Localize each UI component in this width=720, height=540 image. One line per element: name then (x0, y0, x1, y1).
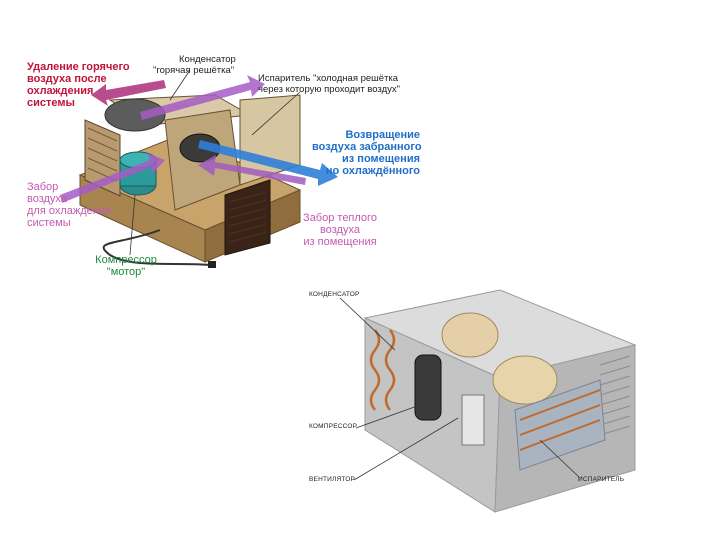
label-fan-bottom: ВЕНТИЛЯТОР (309, 476, 356, 483)
cool-air-arrow (198, 140, 338, 186)
label-evaporator-bottom: ИСПАРИТЕЛЬ (578, 476, 625, 483)
fan-blower (441, 312, 499, 358)
compressor-3d (414, 354, 442, 421)
label-intake-cooling: Забор воздуха для охлаждения системы (27, 181, 111, 229)
label-evaporator-top: Испаритель "холодная решётка через котор… (258, 73, 400, 95)
evaporator-coil (514, 379, 606, 471)
power-plug (208, 261, 216, 268)
label-condenser-bottom: КОНДЕНСАТОР (309, 291, 360, 298)
power-cord (102, 229, 211, 266)
label-return-air: Возвращение воздуха забранного из помеще… (312, 129, 422, 177)
intake-arrow-top (140, 75, 265, 120)
fan-housing (104, 98, 166, 132)
intake-arrow-left (60, 153, 165, 203)
label-compressor-bottom: КОМПРЕССОР (309, 423, 358, 430)
label-compressor-top: Компрессор "мотор" (95, 254, 157, 278)
condenser-tubes (369, 329, 396, 411)
hot-air-arrow (91, 80, 166, 106)
control-box (461, 394, 485, 446)
front-grille-panel (224, 179, 271, 256)
label-hot-air-removal: Удаление горячего воздуха после охлажден… (27, 61, 130, 109)
fan-blower-2 (492, 355, 558, 405)
label-warm-intake: Забор теплого воздуха из помещения (303, 212, 377, 248)
label-condenser-top: Конденсатор "горячая решётка" (153, 54, 236, 76)
warm-intake-arrow (198, 155, 306, 185)
